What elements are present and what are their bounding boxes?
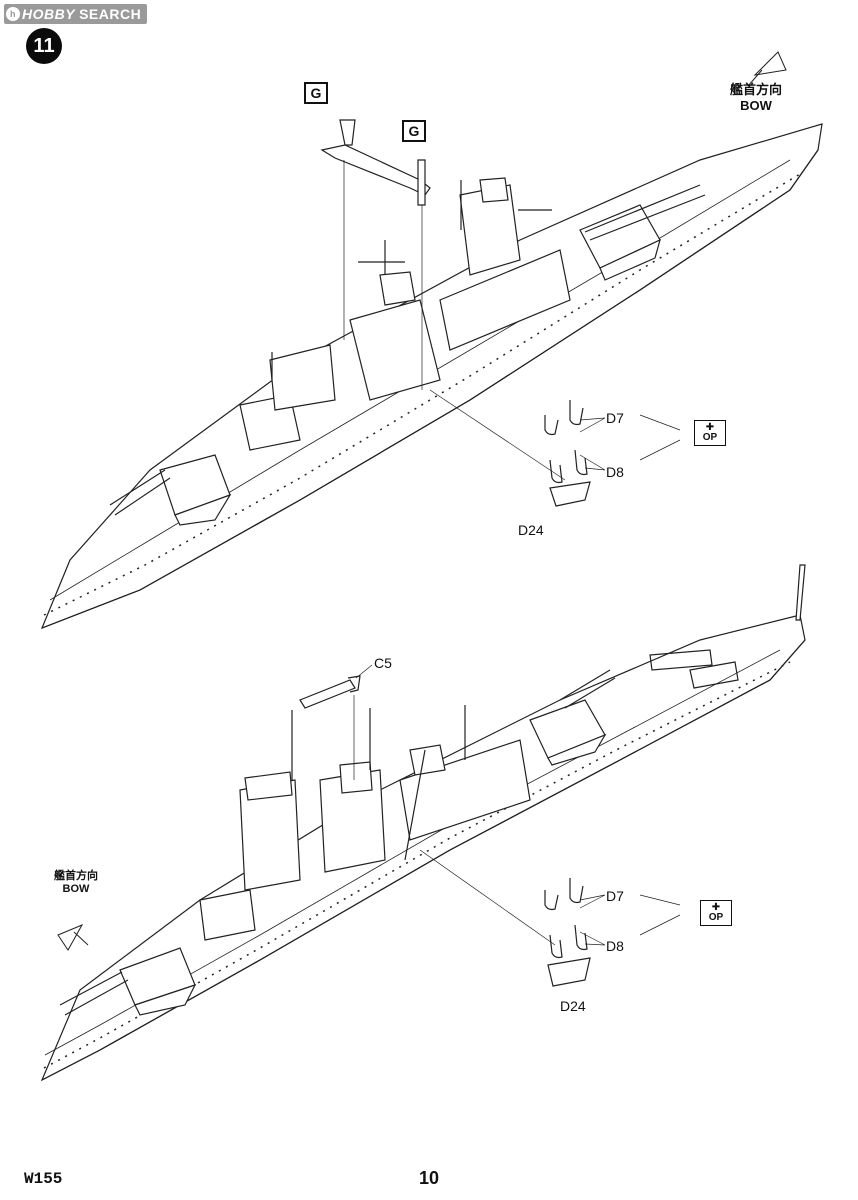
lower-bow-direction: 艦首方向 BOW [46,870,106,896]
upper-bow-arrow-icon [747,51,787,87]
upper-bow-jp: 艦首方向 [729,82,782,97]
lower-ship-superstructure [199,564,806,941]
lower-ship-aft-turret [529,669,616,766]
upper-assembly-lines [343,160,681,481]
lower-small-parts [544,878,591,987]
upper-optional-part-icon: ✚OP [694,420,726,446]
lower-bow-arrow-icon [57,923,89,951]
step-number-badge: 11 [26,28,62,64]
upper-sprue-label-g-1: G [304,82,328,104]
lower-optional-part-icon: ✚OP [700,900,732,926]
lower-part-d24: D24 [560,998,586,1014]
page-number: 10 [419,1168,440,1188]
lower-part-d7: D7 [606,888,624,904]
lower-ship-hull [40,614,806,1082]
upper-bow-direction: 艦首方向 BOW [722,82,790,114]
upper-sprue-label-g-2: G [402,120,426,142]
upper-ship-forward-turret [579,184,706,281]
upper-part-d7: D7 [606,410,624,426]
watermark-text: SEARCH [79,6,142,22]
lower-op-label: OP [708,912,724,923]
lower-part-c5-label: C5 [374,655,392,671]
watermark: h HOBBY SEARCH [4,4,148,24]
upper-op-label: OP [702,432,718,443]
lower-bow-jp: 艦首方向 [54,870,98,882]
upper-ship-superstructure [239,177,571,451]
upper-small-parts [544,400,591,507]
lower-assembly-lines [353,664,681,946]
watermark-logo: h [6,7,20,21]
lower-bow-en: BOW [62,883,90,895]
lower-part-d8: D8 [606,938,624,954]
lower-part-c5 [299,675,361,709]
watermark-brand: HOBBY [22,6,76,22]
upper-bow-en: BOW [740,98,772,113]
upper-part-d24: D24 [518,522,544,538]
upper-ship-aft-turret [109,454,232,526]
upper-part-g-mast [320,119,431,206]
model-code: W155 [24,1170,63,1188]
lower-ship-forward-turret [59,947,197,1016]
upper-part-d8: D8 [606,464,624,480]
